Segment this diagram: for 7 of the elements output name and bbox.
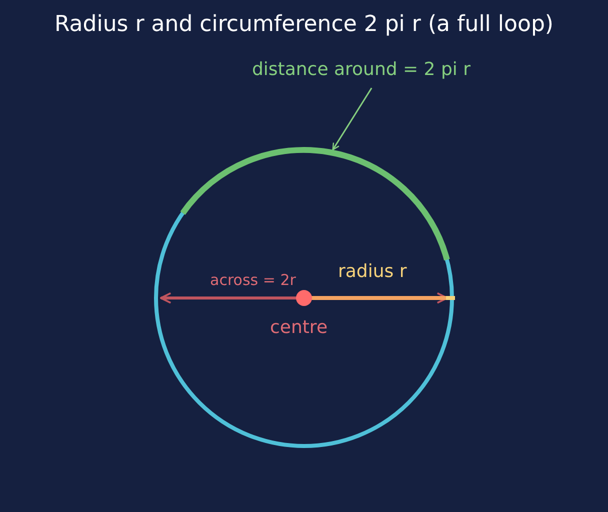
centre-label: centre — [270, 317, 328, 338]
leader-arrow — [332, 88, 372, 150]
highlighted-arc — [180, 147, 452, 261]
annotation-text: distance around = 2 pi r — [252, 59, 471, 80]
radius-label: radius r — [338, 261, 407, 282]
diagram-title: Radius r and circumference 2 pi r (a full loop) — [53, 12, 554, 37]
diameter-label: across = 2r — [210, 271, 296, 289]
